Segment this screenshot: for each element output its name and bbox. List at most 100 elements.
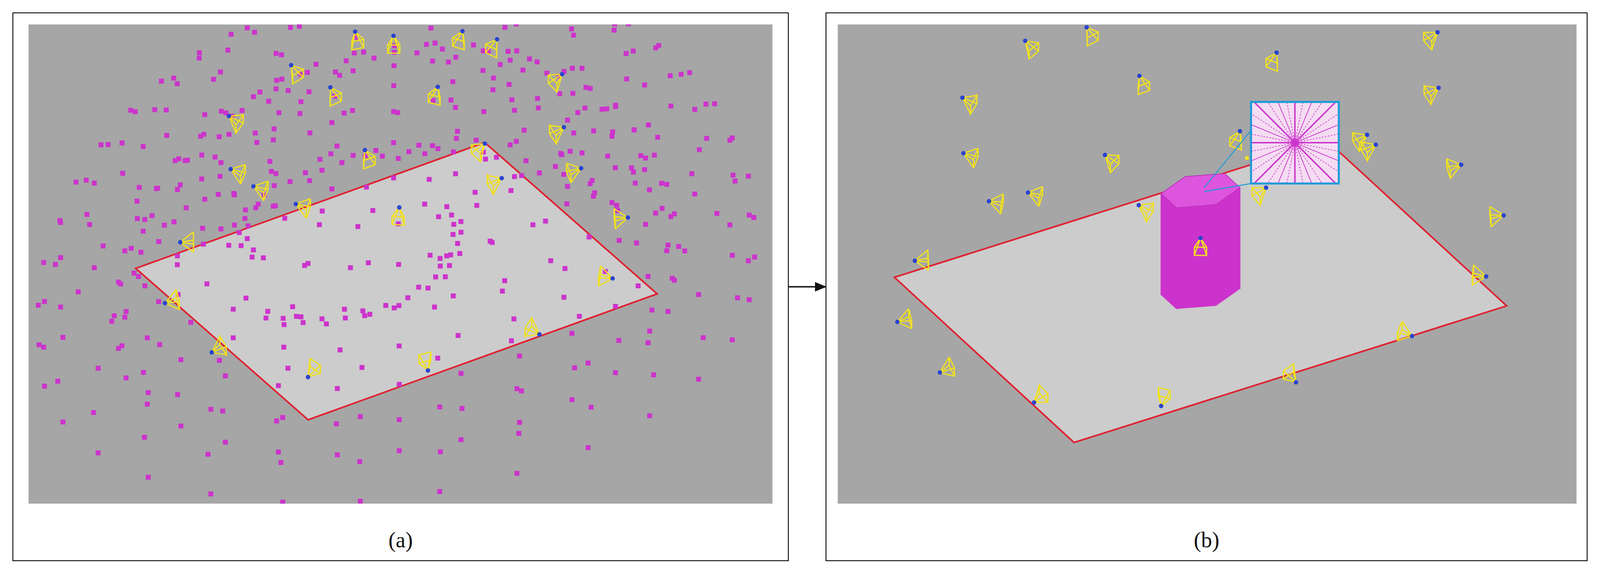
- point: [569, 331, 575, 337]
- point: [199, 176, 204, 182]
- dense-point-ray: [1294, 142, 1335, 184]
- point: [373, 148, 379, 153]
- point: [183, 205, 189, 211]
- point: [215, 192, 221, 197]
- point: [58, 304, 63, 310]
- point: [275, 449, 281, 455]
- point: [676, 244, 682, 249]
- point: [480, 68, 486, 73]
- point: [561, 172, 567, 177]
- point: [174, 81, 180, 87]
- point: [665, 242, 671, 248]
- point: [453, 54, 459, 60]
- point: [571, 130, 577, 136]
- point: [497, 61, 503, 67]
- point: [569, 397, 575, 403]
- point: [450, 79, 456, 84]
- point: [226, 132, 232, 137]
- dense-point-ray: [1281, 101, 1295, 143]
- point: [472, 190, 478, 195]
- zoom-pattern: [1251, 101, 1339, 184]
- point: [144, 401, 150, 407]
- point: [433, 274, 439, 280]
- point: [362, 313, 367, 318]
- point: [665, 309, 671, 315]
- viewport-ground: [837, 24, 1577, 504]
- point: [499, 288, 505, 294]
- point: [732, 178, 738, 184]
- point: [645, 122, 651, 128]
- point: [230, 306, 236, 312]
- point: [200, 225, 205, 231]
- point: [474, 203, 479, 208]
- camera-center: [1501, 213, 1506, 218]
- point: [729, 253, 735, 258]
- point: [437, 404, 442, 410]
- camera-frustum: [1086, 27, 1099, 46]
- prism-top: [1161, 173, 1241, 208]
- camera-frustum: [485, 39, 498, 58]
- point: [455, 333, 461, 338]
- camera-center: [425, 368, 430, 373]
- point: [613, 102, 619, 108]
- point: [612, 370, 618, 376]
- camera-frustum: [963, 148, 979, 168]
- point: [502, 24, 508, 30]
- point: [305, 70, 310, 75]
- dense-point-ray: [1251, 142, 1295, 184]
- point: [631, 127, 637, 133]
- camera-center: [1158, 404, 1163, 409]
- point: [635, 283, 641, 289]
- camera-frustum: [988, 193, 1004, 215]
- camera-center: [1293, 380, 1298, 385]
- camera-center: [960, 95, 965, 100]
- point: [633, 240, 639, 246]
- camera-center: [460, 29, 465, 34]
- camera-center: [1274, 50, 1279, 55]
- camera-frustum: [363, 150, 376, 169]
- point: [280, 415, 286, 420]
- point: [511, 174, 517, 180]
- point: [232, 222, 237, 228]
- point: [182, 158, 188, 164]
- point: [91, 265, 97, 271]
- point: [645, 274, 651, 279]
- camera-frustum: [566, 163, 582, 184]
- point: [36, 342, 42, 348]
- point: [109, 318, 114, 324]
- camera-center: [1137, 73, 1142, 79]
- point: [448, 212, 454, 218]
- camera-center: [1198, 235, 1203, 241]
- point: [156, 299, 162, 305]
- point: [429, 143, 435, 149]
- point: [745, 173, 751, 179]
- point: [565, 183, 571, 189]
- point: [395, 110, 400, 115]
- camera-center: [482, 141, 488, 146]
- point: [132, 109, 138, 114]
- point: [430, 98, 436, 103]
- point: [689, 171, 694, 177]
- zoom-leader: [1203, 183, 1251, 192]
- point: [459, 406, 465, 411]
- point: [642, 167, 647, 173]
- point: [629, 165, 634, 171]
- point: [317, 156, 323, 162]
- point: [306, 178, 312, 184]
- point: [696, 292, 702, 297]
- point: [329, 186, 335, 192]
- point: [251, 94, 256, 100]
- point: [729, 337, 735, 343]
- camera-center: [328, 85, 333, 90]
- point: [562, 266, 568, 272]
- point: [119, 140, 125, 146]
- prism-face: [1161, 193, 1177, 309]
- camera-frustum: [291, 65, 304, 84]
- point: [350, 152, 356, 158]
- prism-face: [1176, 204, 1216, 309]
- point: [542, 218, 548, 224]
- point: [632, 180, 638, 186]
- point: [379, 153, 385, 159]
- camera-center: [561, 124, 566, 130]
